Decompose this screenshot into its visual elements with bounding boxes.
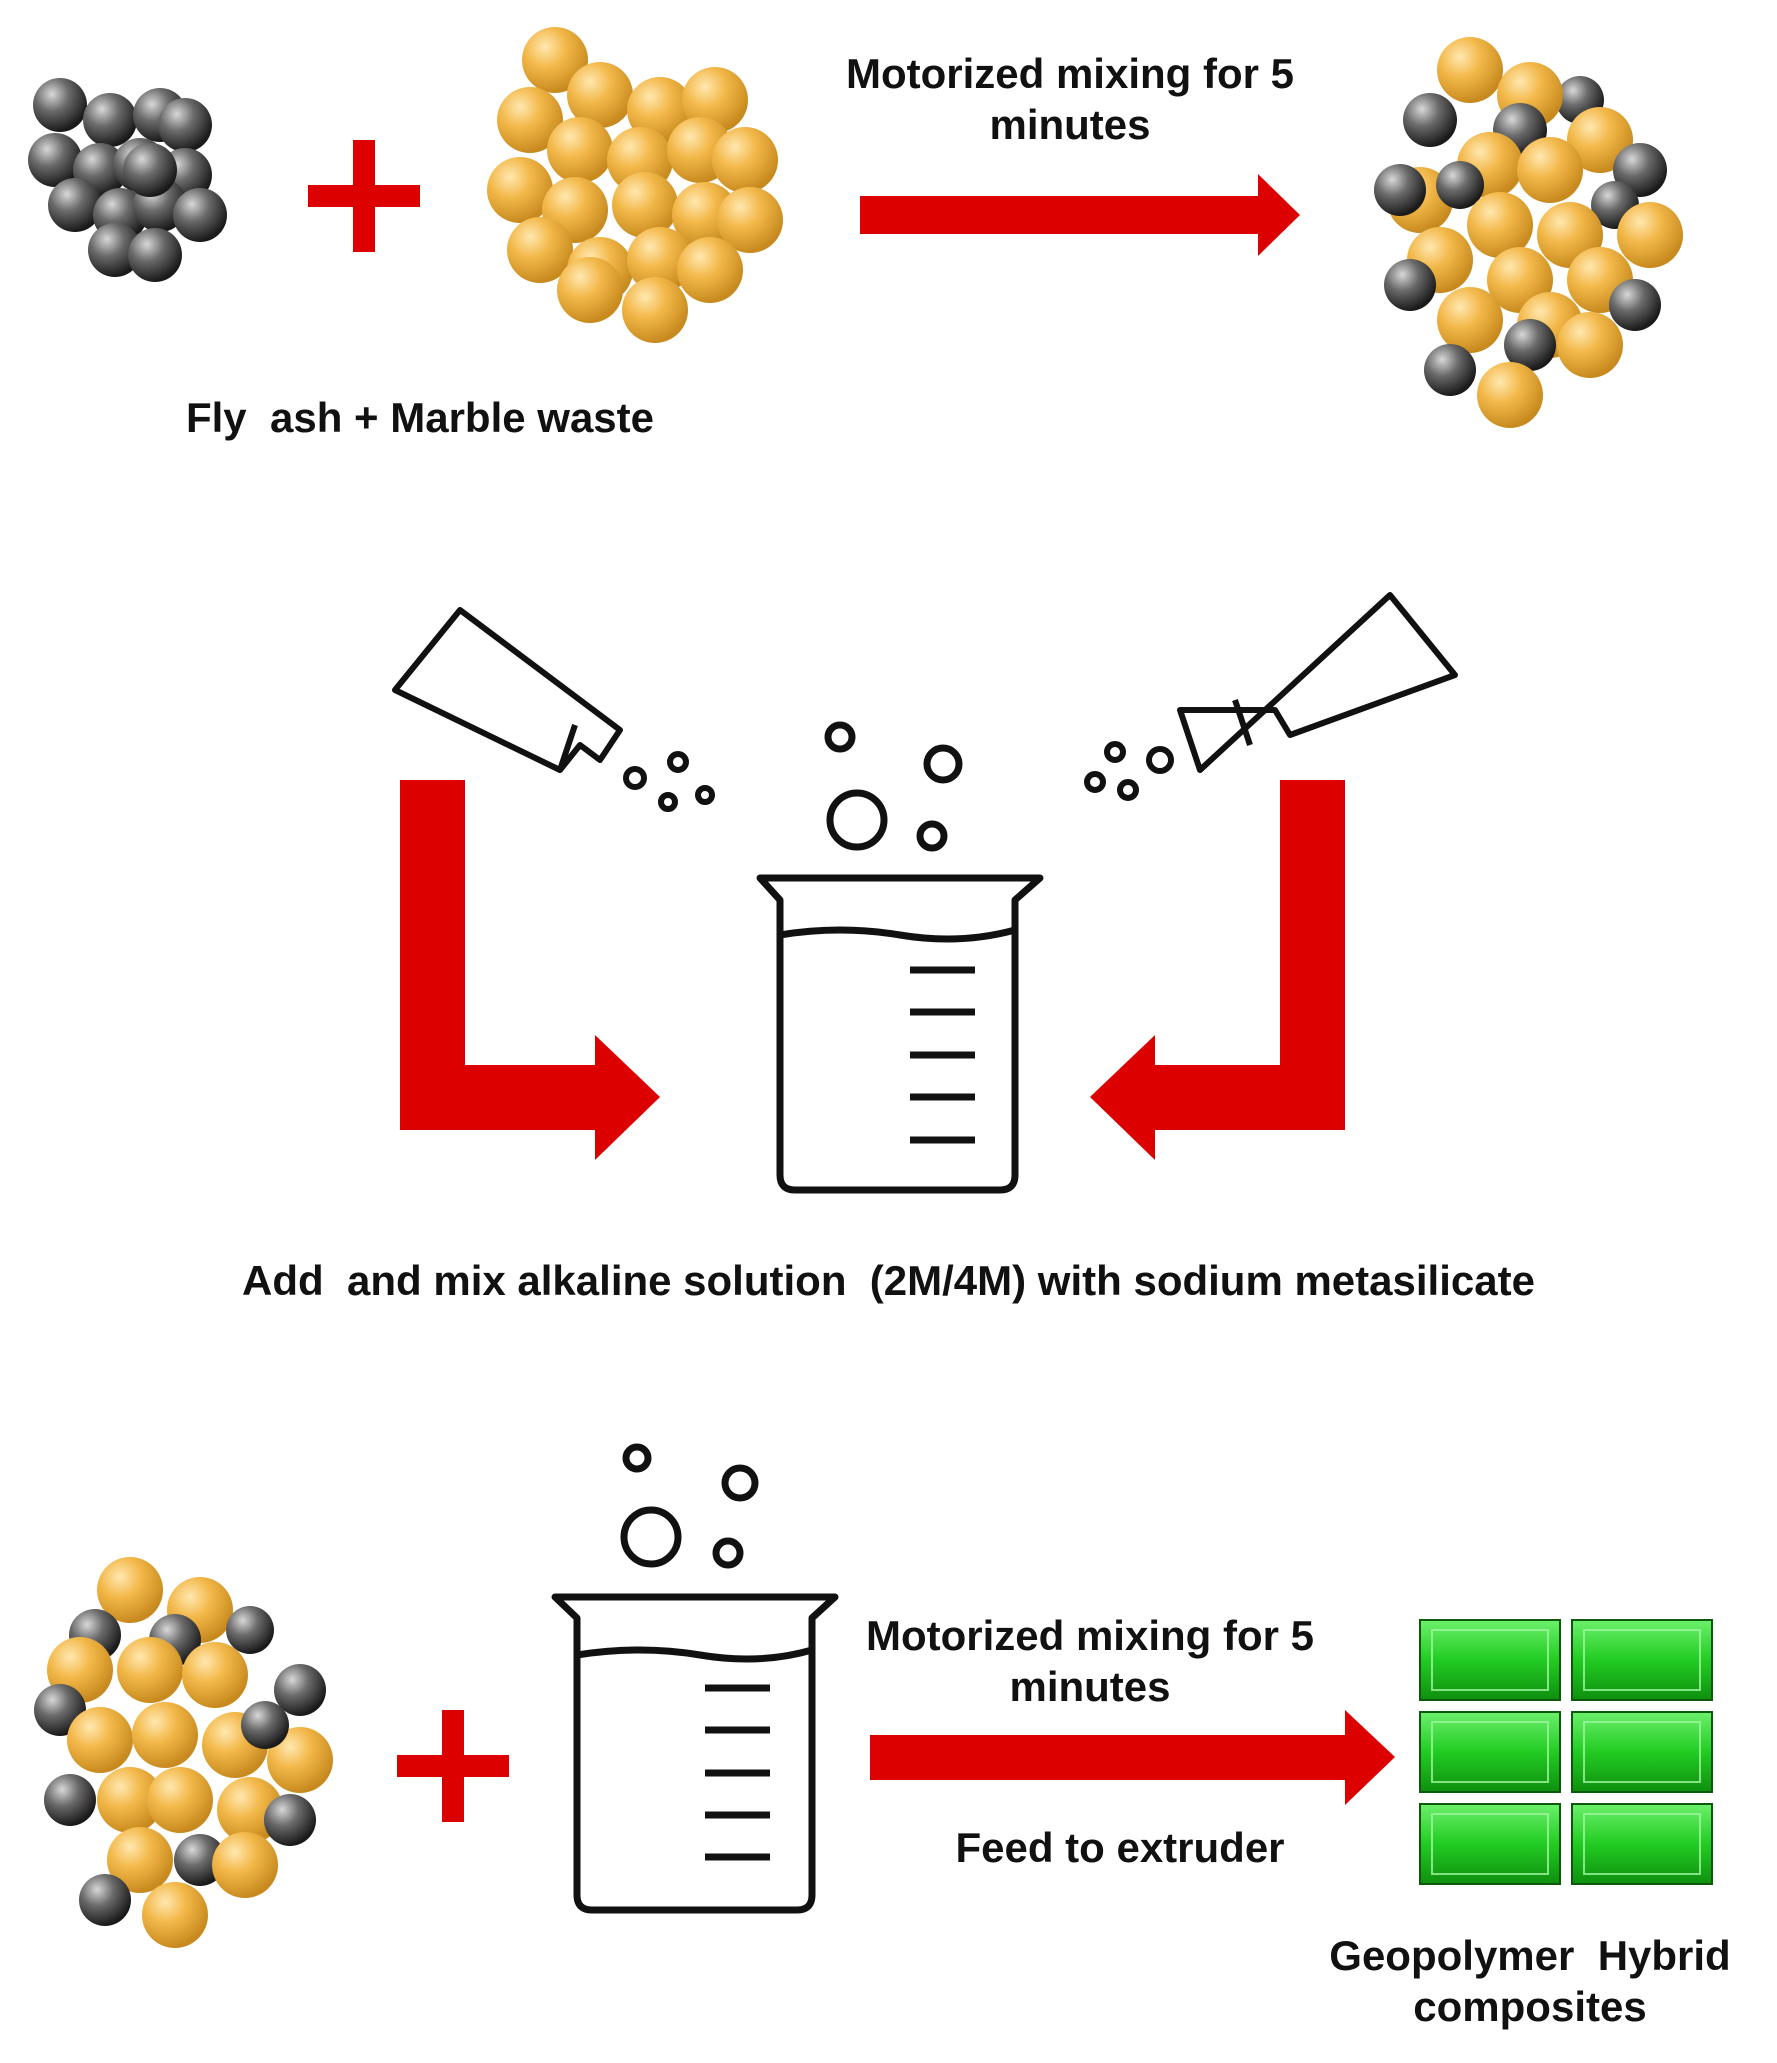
l-arrow-right	[1090, 780, 1345, 1160]
l-arrow-left	[400, 780, 660, 1160]
mixing-label-top: Motorized mixing for 5 minutes	[845, 50, 1294, 149]
mixing-arrow-bottom	[870, 1710, 1395, 1805]
plus-icon-top	[308, 140, 420, 252]
beaker-icon-bottom	[551, 1443, 839, 1914]
mixing-label-bottom: Motorized mixing for 5 minutes	[865, 1612, 1314, 1711]
beaker-icon-center	[756, 721, 1044, 1194]
output-label: Geopolymer Hybrid composites	[1329, 1932, 1743, 2031]
inputs-label: Fly ash + Marble waste	[185, 394, 655, 441]
flask-icon-right	[1084, 592, 1458, 801]
flask-icon-left	[392, 607, 715, 812]
mixing-arrow-top	[860, 174, 1300, 256]
marble-waste-particles-icon	[487, 27, 783, 343]
feed-extruder-label: Feed to extruder	[955, 1824, 1285, 1871]
geopolymer-blocks-icon	[1419, 1619, 1713, 1885]
plus-icon-bottom	[397, 1710, 509, 1822]
mixed-particles-icon-bottom	[34, 1557, 333, 1948]
alkaline-solution-label: Add and mix alkaline solution (2M/4M) wi…	[242, 1257, 1535, 1304]
mixed-particles-icon	[1374, 37, 1683, 428]
fly-ash-particles-icon	[28, 78, 227, 282]
